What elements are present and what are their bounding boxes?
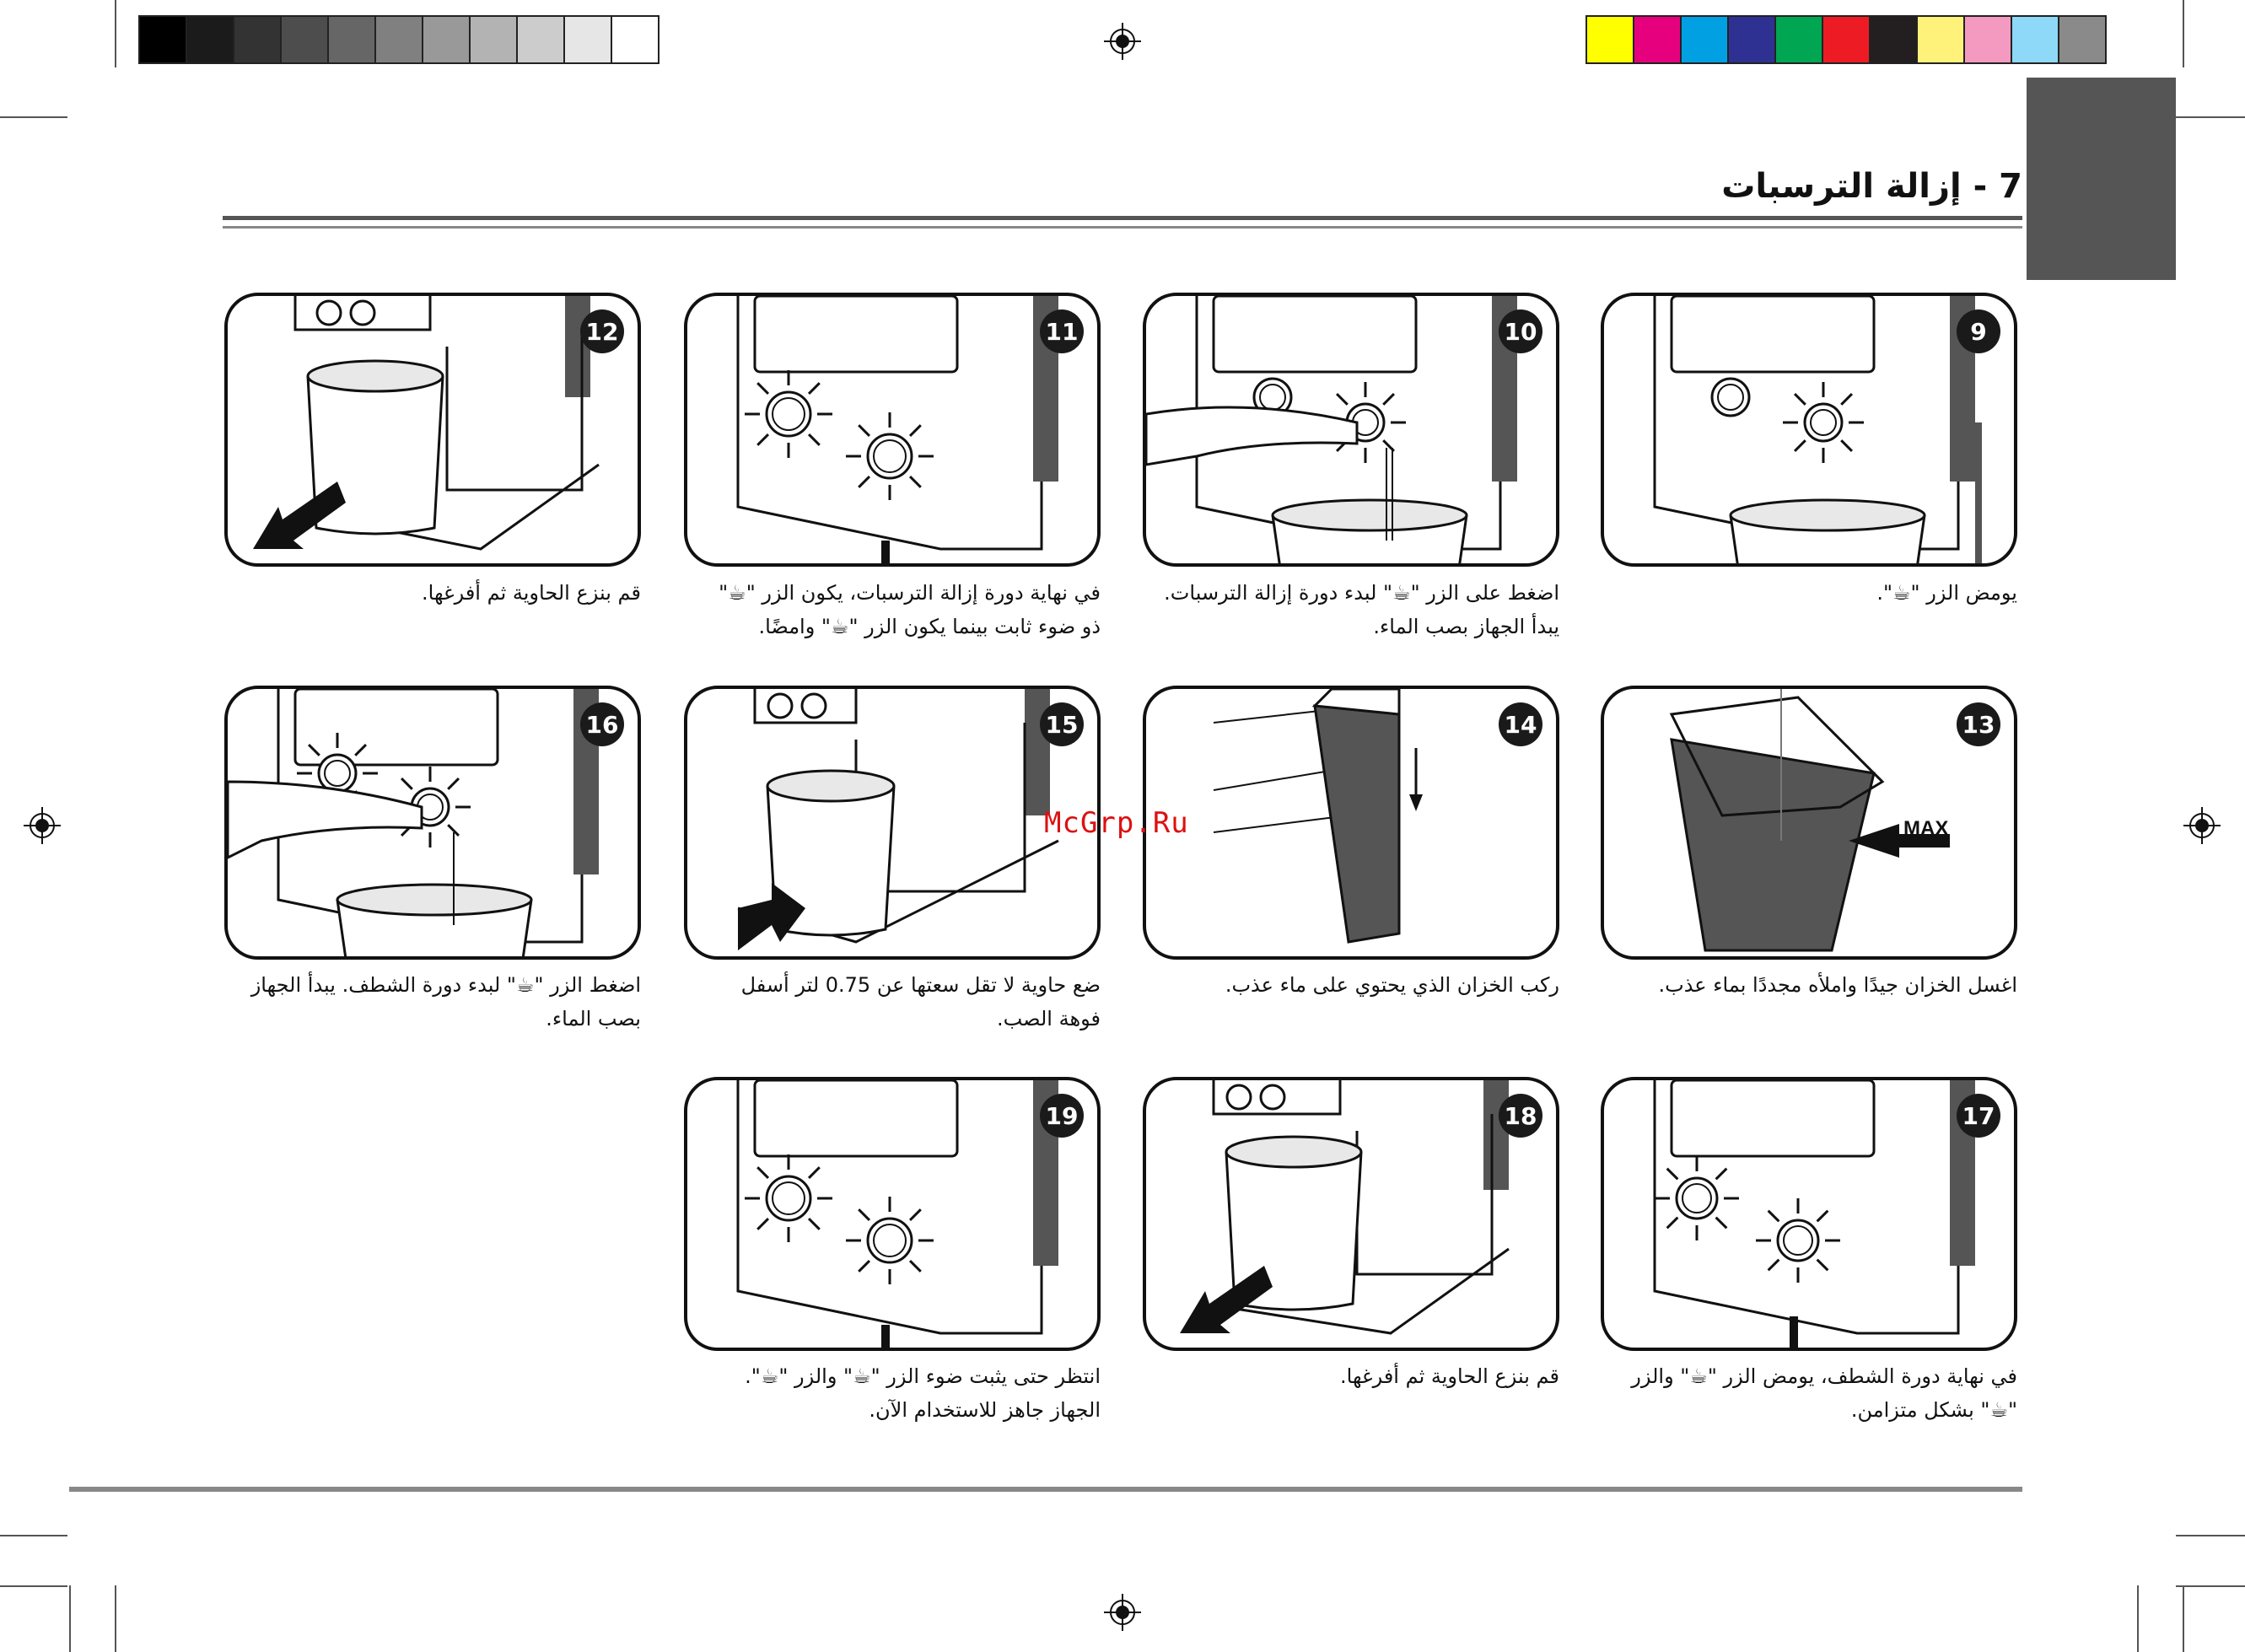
appliance-illustration bbox=[1653, 296, 1982, 563]
calibration-swatch bbox=[1727, 15, 1776, 64]
step-number-badge: 11 bbox=[1040, 309, 1084, 353]
step-number-badge: 17 bbox=[1957, 1094, 2000, 1138]
calibration-swatch bbox=[422, 15, 471, 64]
step-number-badge: 16 bbox=[580, 702, 624, 746]
appliance-illustration bbox=[253, 296, 600, 551]
step-number-badge: 19 bbox=[1040, 1094, 1084, 1138]
trim-mark bbox=[0, 1585, 67, 1587]
step-number-badge: 18 bbox=[1499, 1094, 1542, 1138]
step-illustration: 14 bbox=[1143, 686, 1559, 960]
step-illustration: 15 bbox=[684, 686, 1101, 960]
watermark: McGrp.Ru bbox=[1044, 806, 1189, 840]
calibration-swatch bbox=[1774, 15, 1823, 64]
step-number-badge: 12 bbox=[580, 309, 624, 353]
step-illustration: 19 bbox=[684, 1077, 1101, 1351]
calibration-swatch bbox=[186, 15, 234, 64]
registration-mark-icon bbox=[24, 807, 61, 844]
trim-mark bbox=[2137, 1585, 2139, 1652]
calibration-swatch bbox=[1869, 15, 1918, 64]
trim-mark bbox=[2176, 116, 2245, 118]
step-number-badge: 15 bbox=[1040, 702, 1084, 746]
calibration-swatch bbox=[469, 15, 518, 64]
registration-mark-icon bbox=[1104, 23, 1141, 60]
calibration-swatch bbox=[327, 15, 376, 64]
step-caption: يومض الزر "☕". bbox=[1876, 581, 2017, 605]
calibration-swatch bbox=[2011, 15, 2059, 64]
trim-mark bbox=[0, 1535, 67, 1536]
appliance-illustration bbox=[1669, 689, 1950, 952]
trim-mark bbox=[69, 1585, 71, 1652]
appliance-illustration bbox=[228, 689, 599, 956]
step-caption: ركب الخزان الذي يحتوي على ماء عذب. bbox=[1225, 973, 1559, 997]
section-tab bbox=[2027, 78, 2176, 280]
calibration-swatch bbox=[138, 15, 187, 64]
appliance-illustration bbox=[1180, 1080, 1510, 1335]
step-caption: اضغط الزر "☕" لبدء دورة الشطف. يبدأ الجه… bbox=[250, 973, 641, 1030]
calibration-swatch bbox=[1585, 15, 1634, 64]
calibration-swatch bbox=[1916, 15, 1965, 64]
appliance-illustration bbox=[1213, 689, 1423, 944]
step-caption: في نهاية دورة إزالة الترسبات، يكون الزر … bbox=[719, 581, 1101, 638]
step-caption: انتظر حتى يثبت ضوء الزر "☕" والزر "☕". ا… bbox=[745, 1364, 1101, 1422]
appliance-illustration bbox=[1653, 1080, 1975, 1348]
calibration-swatch bbox=[280, 15, 329, 64]
trim-mark bbox=[2176, 1585, 2245, 1587]
calibration-swatch bbox=[2058, 15, 2107, 64]
calibration-swatch bbox=[1963, 15, 2012, 64]
page-title: 7 - إزالة الترسبات bbox=[1721, 167, 2022, 206]
calibration-swatch bbox=[1680, 15, 1729, 64]
registration-mark-icon bbox=[2183, 807, 2221, 844]
step-illustration: 12 bbox=[224, 293, 641, 567]
calibration-swatch bbox=[611, 15, 660, 64]
trim-mark bbox=[115, 0, 116, 67]
step-caption: ضع حاوية لا تقل سعتها عن 0.75 لتر أسفل ف… bbox=[740, 973, 1101, 1030]
step-caption: قم بنزع الحاوية ثم أفرغها. bbox=[1340, 1364, 1559, 1388]
step-illustration: 9 bbox=[1601, 293, 2017, 567]
calibration-swatch bbox=[516, 15, 565, 64]
step-illustration: 10 bbox=[1143, 293, 1559, 567]
trim-mark bbox=[2176, 1535, 2245, 1536]
step-number-badge: 10 bbox=[1499, 309, 1542, 353]
trim-mark bbox=[0, 116, 67, 118]
appliance-illustration bbox=[737, 689, 1059, 950]
step-illustration: 11 bbox=[684, 293, 1101, 567]
calibration-swatch bbox=[233, 15, 282, 64]
trim-mark bbox=[2183, 0, 2184, 67]
registration-mark-icon bbox=[1104, 1594, 1141, 1631]
step-illustration: 16 bbox=[224, 686, 641, 960]
trim-mark bbox=[115, 1585, 116, 1652]
calibration-swatch bbox=[563, 15, 612, 64]
step-number-badge: 13 bbox=[1957, 702, 2000, 746]
step-caption: اغسل الخزان جيدًا واملأه مجددًا بماء عذب… bbox=[1658, 973, 2017, 997]
appliance-illustration bbox=[1146, 296, 1517, 563]
step-caption: في نهاية دورة الشطف، يومض الزر "☕" والزر… bbox=[1631, 1364, 2017, 1422]
header-rule bbox=[223, 226, 2022, 229]
calibration-swatch bbox=[1822, 15, 1871, 64]
step-caption: اضغط على الزر "☕" لبدء دورة إزالة الترسب… bbox=[1164, 581, 1559, 638]
calibration-swatch bbox=[1633, 15, 1682, 64]
calibration-swatch bbox=[374, 15, 423, 64]
footer-rule bbox=[69, 1487, 2022, 1492]
trim-mark bbox=[2183, 1585, 2184, 1652]
appliance-illustration bbox=[736, 1080, 1058, 1348]
step-illustration: 18 bbox=[1143, 1077, 1559, 1351]
max-level-label: MAX bbox=[1903, 817, 1949, 840]
step-caption: قم بنزع الحاوية ثم أفرغها. bbox=[422, 581, 641, 605]
step-number-badge: 9 bbox=[1957, 309, 2000, 353]
header-rule bbox=[223, 216, 2022, 220]
step-number-badge: 14 bbox=[1499, 702, 1542, 746]
appliance-illustration bbox=[736, 296, 1058, 563]
step-illustration: 17 bbox=[1601, 1077, 2017, 1351]
